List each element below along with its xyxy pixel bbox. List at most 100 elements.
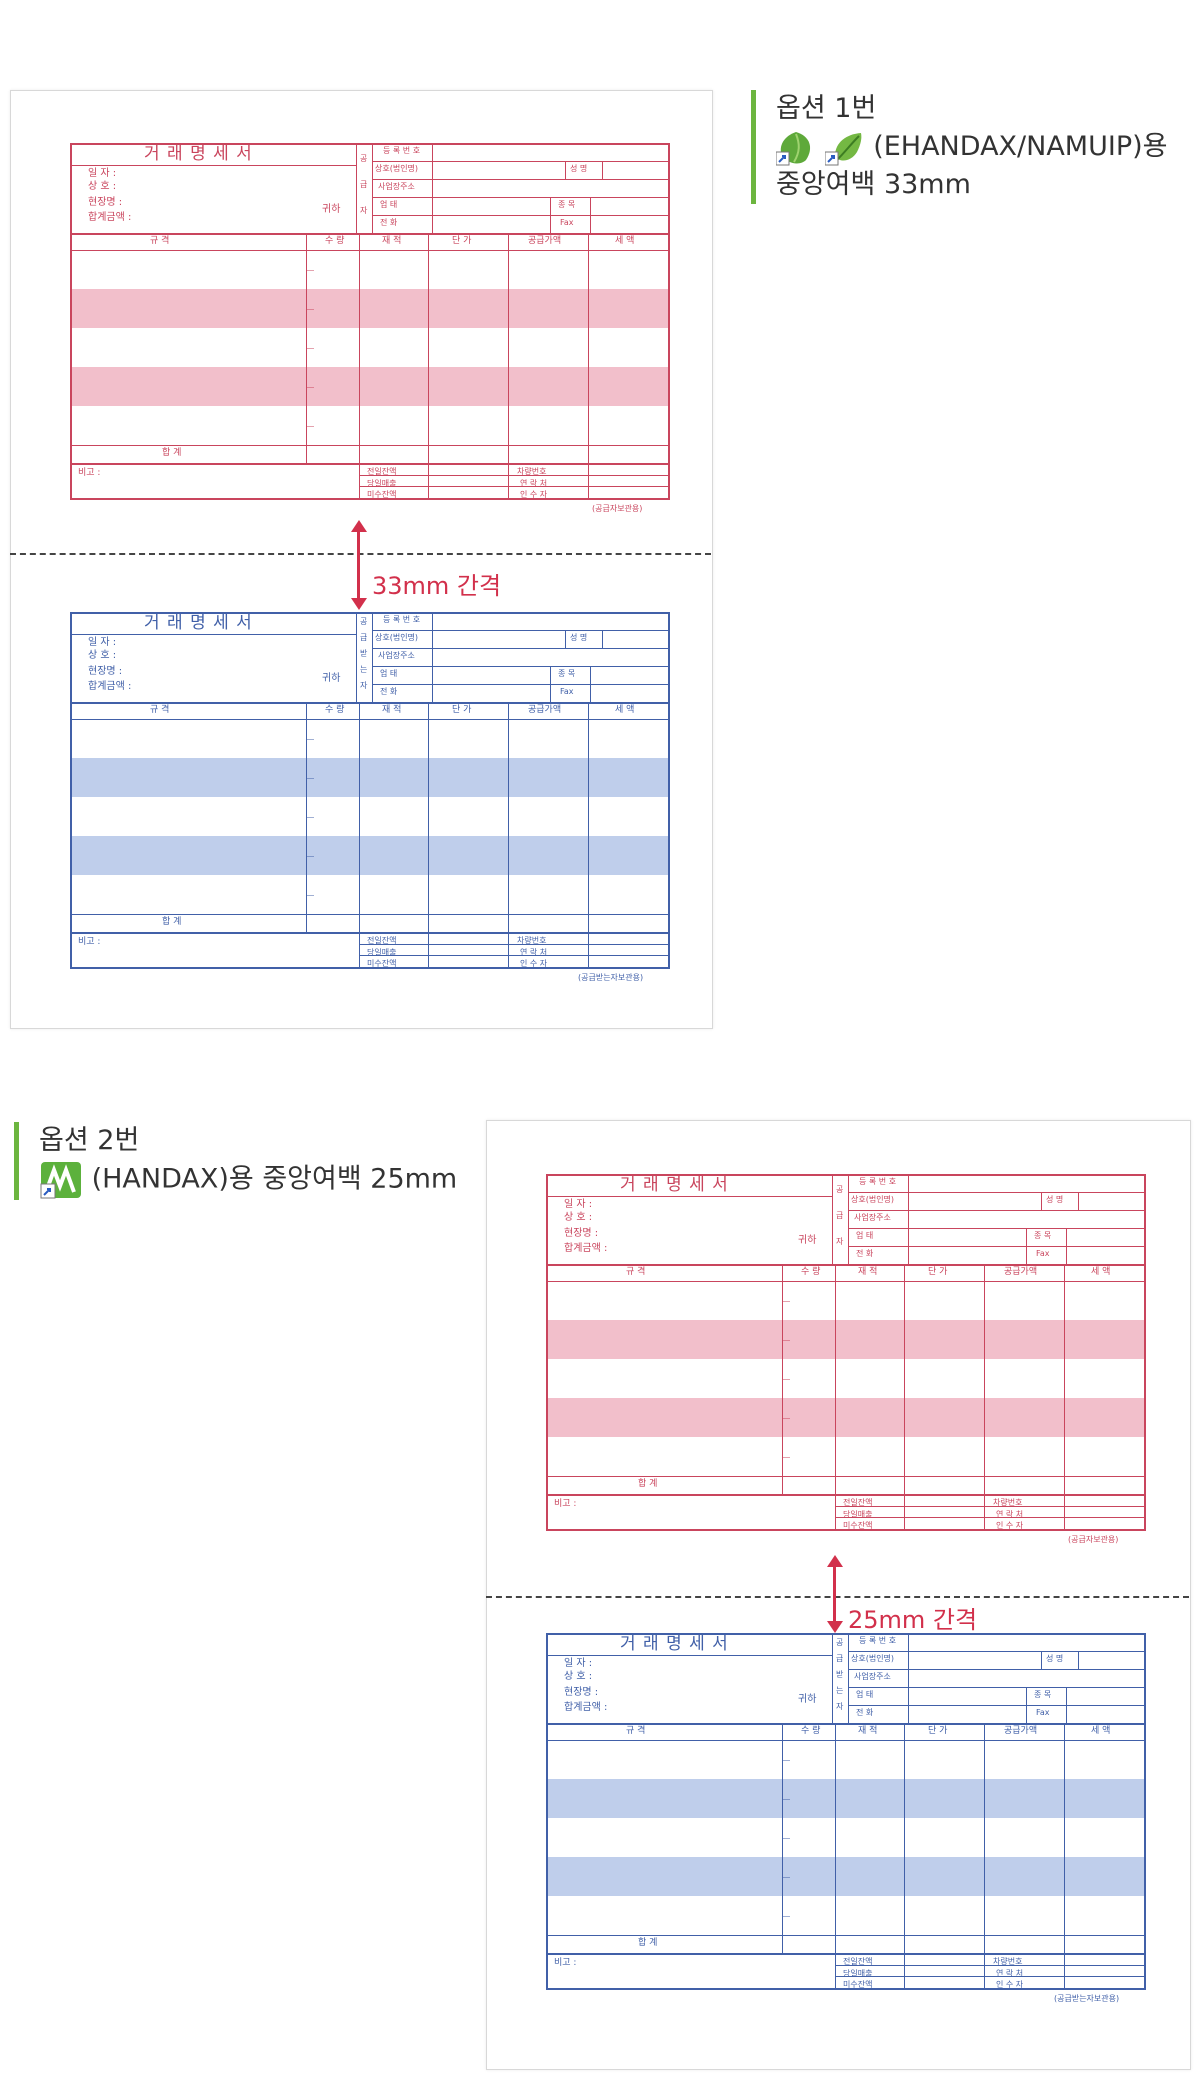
rule-line <box>1041 1651 1042 1669</box>
form-row-tick <box>782 1340 790 1341</box>
form-border <box>70 612 670 614</box>
rule-line <box>835 1517 1146 1519</box>
option2-line2: (HANDAX)용 중앙여백 25mm <box>39 1160 457 1200</box>
form-border <box>70 967 670 969</box>
gap-arrow-up-icon <box>351 520 367 532</box>
form-row-tick <box>782 1301 790 1302</box>
form-sum-label: 합 계 <box>638 1938 658 1948</box>
rule-line <box>550 666 551 702</box>
form-row-tick <box>782 1877 790 1878</box>
rule-line <box>1041 1192 1042 1210</box>
form-vertical-label-char: 공 <box>360 617 368 626</box>
form-rep-name-label: 성 명 <box>1046 1654 1064 1663</box>
form-remarks-label: 비고 : <box>78 937 101 947</box>
rule-line <box>848 1246 1144 1247</box>
rule-line <box>359 943 670 945</box>
option1-label-box: 옵션 1번 (EHANDAX/NAMUIP)용 중앙여백 33mm <box>751 90 1167 204</box>
form-sum-label: 합 계 <box>162 917 182 927</box>
rule-line <box>984 1723 985 1953</box>
rule-line <box>590 197 591 233</box>
form-today-sales-label: 당일매출 <box>843 1509 873 1519</box>
rule-line <box>835 1505 1146 1507</box>
rule-line <box>546 1494 1146 1496</box>
form-row-tick <box>306 739 314 740</box>
form-rep-name-label: 성 명 <box>570 164 588 173</box>
form-column-header: 수 량 <box>801 1267 821 1277</box>
form-column-header: 수 량 <box>325 705 345 715</box>
form-remarks-label: 비고 : <box>78 468 101 478</box>
form-fax-label: Fax <box>1036 1249 1050 1258</box>
gap-arrow-line <box>833 1565 836 1623</box>
rule-line <box>835 1953 836 1988</box>
form-field-company: 상 호 : <box>88 650 117 661</box>
form-row-band <box>72 289 668 328</box>
form-remarks-label: 비고 : <box>554 1958 577 1968</box>
form-field-site: 현장명 : <box>564 1687 599 1698</box>
option2-title: 옵션 2번 <box>39 1125 140 1156</box>
form-vehicle-no-label: 차량번호 <box>993 1498 1023 1507</box>
form-contact-label: 연 락 처 <box>996 1509 1024 1519</box>
rule-line <box>1064 1494 1065 1529</box>
form-honorific: 귀하 <box>322 673 341 684</box>
form-field-date: 일 자 : <box>88 168 117 179</box>
rule-line <box>908 1174 909 1264</box>
rule-line <box>588 932 589 967</box>
form-row-tick <box>782 1418 790 1419</box>
form-vertical-label-char: 는 <box>360 665 368 674</box>
form-field-date: 일 자 : <box>88 637 117 648</box>
rule-line <box>546 1264 1146 1266</box>
form-column-header: 세 액 <box>1091 1267 1111 1277</box>
form-column-header: 단 가 <box>452 236 472 246</box>
form-row-band <box>548 1320 1144 1359</box>
form-column-header: 단 가 <box>928 1267 948 1277</box>
form-row-tick <box>306 270 314 271</box>
form-copy-note: (공급자보관용) <box>1068 1535 1119 1544</box>
rule-line <box>359 474 670 476</box>
rule-line <box>359 486 670 488</box>
rule-line <box>1078 1651 1079 1669</box>
rule-line <box>848 1669 1144 1670</box>
ehandax-leaf-icon <box>775 130 816 166</box>
rule-line <box>70 463 670 465</box>
form-field-site: 현장명 : <box>88 197 123 208</box>
form-border <box>1144 1633 1146 1989</box>
form-vertical-label-char: 공 <box>360 154 368 163</box>
form-receiver-sign-label: 인 수 자 <box>520 490 548 500</box>
form-row-band <box>72 367 668 406</box>
rule-line <box>546 1476 1146 1477</box>
rule-line <box>848 1210 1144 1211</box>
rule-line <box>1064 1264 1065 1494</box>
form-row-tick <box>306 778 314 779</box>
form-row-tick <box>306 856 314 857</box>
rule-line <box>848 1651 1144 1652</box>
rule-line <box>359 702 360 932</box>
rule-line <box>428 702 429 932</box>
form-fax-label: Fax <box>1036 1708 1050 1717</box>
rule-line <box>432 612 433 702</box>
rule-line <box>70 932 670 934</box>
rule-line <box>546 1740 1146 1741</box>
form-phone-label: 전 화 <box>380 687 398 696</box>
form-border <box>546 1174 1146 1176</box>
form-border <box>70 143 670 145</box>
rule-line <box>508 702 509 932</box>
form-contact-label: 연 락 처 <box>520 478 548 488</box>
form-field-company: 상 호 : <box>564 1212 593 1223</box>
form-vertical-label-char: 자 <box>836 1237 844 1246</box>
rule-line <box>508 463 509 498</box>
form-title: 거 래 명 세 서 <box>620 1175 729 1195</box>
rule-line <box>372 612 373 702</box>
form-honorific: 귀하 <box>798 1235 817 1246</box>
form-unpaid-label: 미수잔액 <box>367 490 397 500</box>
form-prev-balance-label: 전일잔액 <box>367 467 397 476</box>
rule-line <box>835 1964 1146 1966</box>
rule-line <box>70 165 356 166</box>
form-corp-name-label: 상호(법인명) <box>851 1195 895 1204</box>
form-receiver-sign-label: 인 수 자 <box>520 959 548 969</box>
form-receiver-sign-label: 인 수 자 <box>996 1521 1024 1531</box>
rule-line <box>565 630 566 648</box>
option1-line3: 중앙여백 33mm <box>776 169 971 200</box>
form-unpaid-label: 미수잔액 <box>843 1980 873 1990</box>
form-column-header: 규 격 <box>626 1267 646 1277</box>
